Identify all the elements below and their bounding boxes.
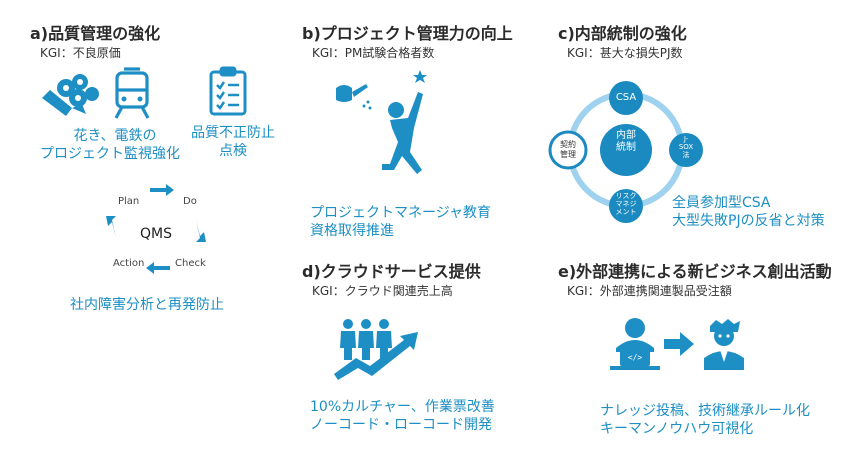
reaching-person-icon (382, 70, 427, 174)
arrow-right-icon (664, 332, 694, 356)
qms-action-label: Action (113, 258, 145, 269)
caption-line: 10%カルチャー、作業票改善 (310, 399, 495, 415)
section-c-kgi: KGI：甚大な損失PJ数 (567, 46, 683, 60)
node-line: メント (615, 208, 637, 216)
caption-line: 点検 (219, 143, 247, 159)
section-b-kgi: KGI：PM試験合格者数 (312, 46, 435, 60)
train-icon (114, 67, 150, 119)
caption-line: ナレッジ投稿、技術継承ルール化 (600, 403, 810, 419)
caption-line: ノーコード・ローコード開発 (310, 417, 492, 433)
center-line: 統制 (616, 142, 636, 153)
internal-control-center: 内部 統制 (606, 130, 646, 154)
section-d-kgi: KGI：クラウド関連売上高 (312, 284, 453, 298)
svg-text:</>: </> (628, 353, 643, 362)
expert-icon (704, 319, 744, 370)
node-line: SOX (678, 143, 694, 151)
caption-line: キーマンノウハウ可視化 (600, 421, 754, 437)
qms-plan-label: Plan (118, 196, 140, 207)
center-line: 内部 (616, 130, 636, 141)
section-e-title: e)外部連携による新ビジネス創出活動 (558, 262, 832, 281)
watering-can-icon (336, 84, 372, 110)
section-d-title: d)クラウドサービス提供 (302, 262, 481, 281)
qms-cycle-diagram (106, 184, 206, 274)
qms-do-label: Do (183, 196, 197, 207)
caption-line: 大型失敗PJの反省と対策 (672, 213, 825, 229)
section-a-title: a)品質管理の強化 (30, 24, 161, 43)
section-a-caption-2: 品質不正防止 点検 (178, 124, 288, 160)
bouquet-icon (42, 74, 99, 116)
caption-line: プロジェクトマネージャ教育 (310, 205, 492, 221)
caption-line: 資格取得推進 (310, 223, 394, 239)
node-contract-management: 契約 管理 (554, 140, 582, 160)
section-c-caption: 全員参加型CSA 大型失敗PJの反省と対策 (672, 194, 825, 230)
section-b-caption: プロジェクトマネージャ教育 資格取得推進 (310, 204, 491, 240)
section-a-caption-1: 花き、電鉄の プロジェクト監視強化 (40, 127, 180, 163)
node-line: 契約 (560, 140, 576, 149)
internal-control-diagram (548, 81, 703, 223)
node-line: リスク (615, 192, 637, 200)
node-line: マネジ (615, 200, 637, 208)
node-jsox: J- SOX 法 (673, 135, 699, 159)
section-e-kgi: KGI：外部連携関連製品受注額 (567, 284, 732, 298)
caption-line: プロジェクト監視強化 (40, 146, 180, 162)
section-a-caption-3: 社内障害分析と再発防止 (70, 297, 224, 313)
caption-line: 全員参加型CSA (672, 195, 771, 211)
section-e-caption: ナレッジ投稿、技術継承ルール化 キーマンノウハウ可視化 (600, 402, 810, 438)
qms-center-label: QMS (140, 226, 172, 242)
node-line: J- (683, 135, 689, 143)
section-b-title: b)プロジェクト管理力の向上 (302, 24, 513, 43)
checklist-icon (209, 66, 247, 116)
caption-line: 花き、電鉄の (73, 128, 157, 144)
team-growth-icon (334, 319, 418, 380)
caption-line: 品質不正防止 (191, 125, 275, 141)
section-c-title: c)内部統制の強化 (558, 24, 687, 43)
developer-icon: </> (610, 318, 660, 370)
section-d-caption: 10%カルチャー、作業票改善 ノーコード・ローコード開発 (310, 398, 495, 434)
section-a-kgi: KGI：不良原価 (40, 46, 121, 60)
node-csa: CSA (615, 92, 637, 103)
node-risk-management: リスク マネジ メント (612, 192, 640, 216)
qms-check-label: Check (175, 258, 206, 269)
node-line: 管理 (560, 150, 576, 159)
node-line: 法 (682, 151, 690, 159)
